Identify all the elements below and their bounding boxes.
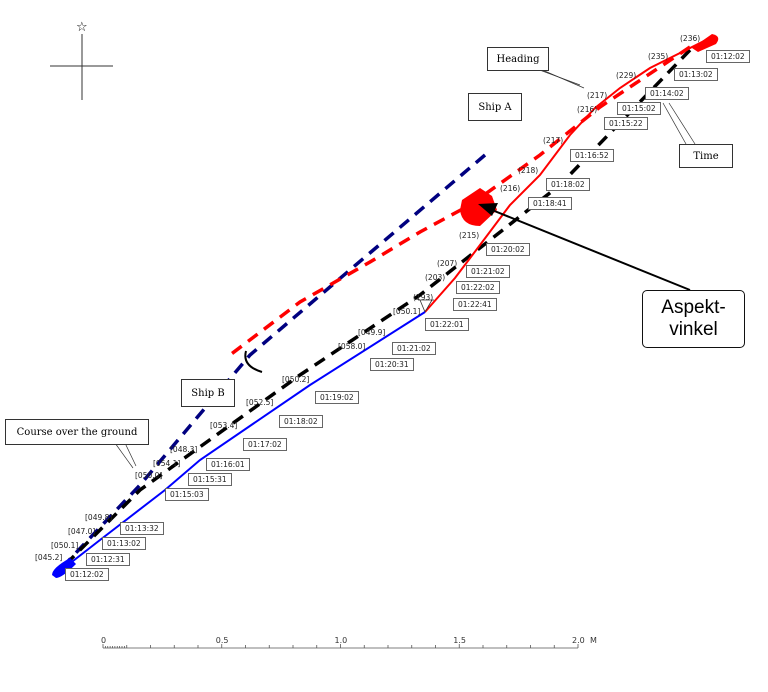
ship-b-time-box: 01:15:03: [165, 488, 209, 501]
ship-a-heading-label: (203): [425, 273, 446, 282]
ship-a-end-marker: [418, 299, 434, 313]
ship-a-heading-line: [228, 45, 691, 357]
ship-a-time-box: 01:14:02: [645, 87, 689, 100]
arrow-head: [478, 203, 498, 216]
aspekt-line2: vinkel: [669, 319, 718, 340]
callout-leaders: [114, 68, 696, 469]
ship-b-heading-label: [050.1]: [393, 307, 421, 316]
ship-b-time-box: 01:21:02: [392, 342, 436, 355]
ship-b-time-box: 01:12:31: [86, 553, 130, 566]
time-callout: Time: [679, 144, 733, 168]
ship-b-start-marker: [52, 558, 76, 578]
ship-a-heading-label: (218): [518, 166, 539, 175]
ship-a-time-box: 01:18:02: [546, 178, 590, 191]
ship-b-heading-label: [045.2]: [35, 553, 63, 562]
ship-b-heading-label: [054.1]: [153, 459, 181, 468]
ship-a-time-box: 01:22:02: [456, 281, 500, 294]
ship-b-time-box: 01:12:02: [65, 568, 109, 581]
ship-b-heading-label: [053.4]: [210, 421, 238, 430]
ship-a-time-box: 01:15:02: [617, 102, 661, 115]
ship-a-heading-label: (215): [459, 231, 480, 240]
ship-b-heading-label: [048.3]: [170, 445, 198, 454]
ship-b-heading-label: [058.0]: [338, 342, 366, 351]
ship-a-heading-label: (229): [616, 71, 637, 80]
aspekt-vinkel-callout: Aspekt- vinkel: [642, 290, 745, 348]
ship-a-time-box: 01:16:52: [570, 149, 614, 162]
ship-a-heading-label: (217): [543, 136, 564, 145]
ship-a-heading-label: (217): [587, 91, 608, 100]
ship-b-heading-label: [050.1]: [51, 541, 79, 550]
course-callout: Course over the ground: [5, 419, 149, 445]
ship-b-label: Ship B: [181, 379, 235, 407]
ship-b-time-box: 01:13:02: [102, 537, 146, 550]
scale-label: 1.5: [453, 636, 466, 645]
ship-a-heading-label: (236): [680, 34, 701, 43]
ship-a-time-box: 01:15:22: [604, 117, 648, 130]
aspekt-arrow: [491, 209, 691, 291]
ship-b-heading-label: [049.9]: [358, 328, 386, 337]
ship-a-heading-label: (193): [413, 293, 434, 302]
heading-callout: Heading: [487, 47, 549, 71]
scale-label: 2.0: [572, 636, 585, 645]
ship-a-time-box: 01:21:02: [466, 265, 510, 278]
star-icon: ☆: [76, 20, 88, 35]
ship-a-heading-label: (207): [437, 259, 458, 268]
scale-bar: [102, 644, 579, 649]
ship-a-time-box: 01:22:41: [453, 298, 497, 311]
ship-b-heading-label: [050.2]: [282, 375, 310, 384]
ship-b-time-box: 01:18:02: [279, 415, 323, 428]
aspekt-line1: Aspekt-: [661, 297, 726, 318]
ship-b-heading-label: [050.0]: [135, 471, 163, 480]
scale-label: 0: [101, 636, 107, 645]
ship-b-track: [54, 311, 426, 576]
ship-b-time-box: 01:15:31: [188, 473, 232, 486]
ship-a-heading-label: (235): [648, 52, 669, 61]
scale-label: 0.5: [215, 636, 229, 645]
ship-a-heading-label: (216): [500, 184, 521, 193]
ship-b-time-box: 01:13:32: [120, 522, 164, 535]
scale-label: 1.0: [334, 636, 348, 645]
ship-a-projected-line: [53, 48, 692, 577]
ship-a-time-box: 01:18:41: [528, 197, 572, 210]
ship-a-start-marker: [692, 34, 719, 52]
ship-b-time-box: 01:17:02: [243, 438, 287, 451]
scale-unit: M: [590, 636, 597, 645]
ship-b-time-box: 01:20:31: [370, 358, 414, 371]
aspect-angle-arc: [244, 350, 263, 373]
north-compass: ☆: [50, 20, 113, 100]
ship-a-time-box: 01:12:02: [706, 50, 750, 63]
ship-b-time-box: 01:22:01: [425, 318, 469, 331]
ship-b-heading-label: [052.5]: [246, 398, 274, 407]
ship-b-time-box: 01:16:01: [206, 458, 250, 471]
ship-a-label: Ship A: [468, 93, 522, 121]
ship-a-time-box: 01:20:02: [486, 243, 530, 256]
ship-b-heading-label: [047.0]: [68, 527, 96, 536]
ship-a-time-box: 01:13:02: [674, 68, 718, 81]
ship-b-time-box: 01:19:02: [315, 391, 359, 404]
ship-a-heading-label: (216): [577, 105, 598, 114]
ship-b-heading-label: [049.8]: [85, 513, 113, 522]
ship-a-position-marker: [460, 188, 497, 226]
ship-b-heading-line: [53, 153, 487, 577]
ship-a-track: [424, 39, 707, 313]
